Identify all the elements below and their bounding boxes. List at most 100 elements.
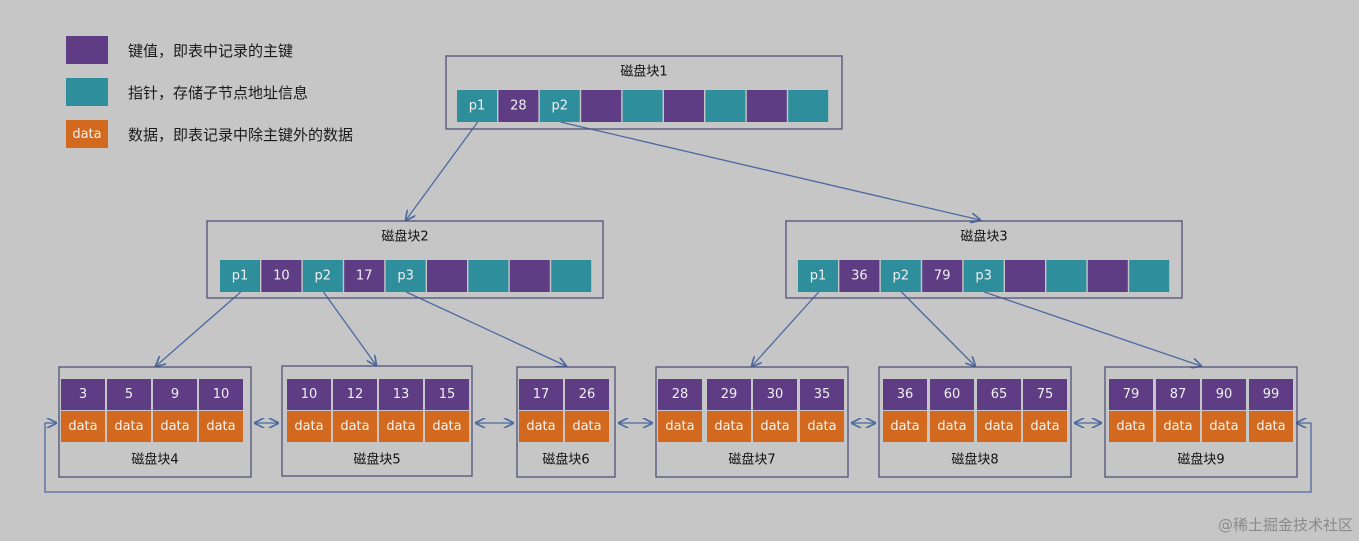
data-label: data [206,419,235,434]
edge-block1-p1 [406,121,479,220]
data-label: data [760,419,789,434]
data-label: data [807,419,836,434]
leaf-key-label: 90 [1216,387,1233,402]
pointer-label: p1 [469,99,486,114]
leaf-block-title: 磁盘块8 [951,452,998,468]
pointer-cell [963,260,1004,292]
leaf-key-label: 5 [125,387,133,402]
leaf-key-label: 12 [347,387,364,402]
key-label: 28 [510,99,527,114]
data-cell [333,411,377,442]
data-label: data [160,419,189,434]
leaf-wrap-link [44,423,1312,493]
legend-swatch-pointer [66,78,108,106]
legend-label: 键值，即表中记录的主键 [128,41,294,60]
pointer-cell [622,90,663,122]
pointer-label: p3 [975,269,992,284]
data-cell [883,411,927,442]
leaf-key-cell [425,379,469,410]
pointer-label: p1 [810,269,827,284]
key-label: 36 [851,269,868,284]
data-cell [153,411,197,442]
leaf-key-label: 87 [1170,387,1187,402]
data-label: data [68,419,97,434]
data-cell [1023,411,1067,442]
leaf-key-cell [1202,379,1246,410]
pointer-cell [385,260,426,292]
data-label: data [340,419,369,434]
edge-block2-p1 [156,291,242,366]
leaf-key-label: 13 [393,387,410,402]
data-cell [800,411,844,442]
legend-item-pointer: 指针，存储子节点地址信息 [66,78,308,106]
leaf-key-cell [707,379,751,410]
pointer-cell [880,260,921,292]
data-label: data [1256,419,1285,434]
leaf-block-frame [1104,366,1298,478]
key-cell [498,90,539,122]
data-cell [379,411,423,442]
leaf-key-cell [753,379,797,410]
leaf-key-cell [519,379,563,410]
data-cell [287,411,331,442]
data-label: data [984,419,1013,434]
leaf-block-title: 磁盘块4 [131,452,178,468]
key-label: 17 [356,269,373,284]
pointer-cell [302,260,343,292]
pointer-label: p3 [397,269,414,284]
disk-block-frame [206,220,604,299]
leaf-key-label: 35 [814,387,831,402]
leaf-key-label: 3 [79,387,87,402]
leaf-key-cell [1249,379,1293,410]
leaf-key-label: 17 [533,387,550,402]
key-cell [922,260,963,292]
disk-block-title: 磁盘块2 [381,229,428,245]
edge-block2-p2 [322,291,377,365]
edge-block3-p3 [984,291,1201,366]
leaf-key-label: 9 [171,387,179,402]
edge-block3-p2 [901,291,976,366]
leaf-block-title: 磁盘块7 [728,452,775,468]
legend-label: 指针，存储子节点地址信息 [128,83,309,102]
leaf-key-cell [883,379,927,410]
leaf-key-cell [565,379,609,410]
pointer-cell [539,90,580,122]
key-cell [427,260,467,292]
leaf-key-cell [1156,379,1200,410]
leaf-key-cell [800,379,844,410]
pointer-label: p2 [552,99,569,114]
pointer-cell [705,90,746,122]
data-label: data [937,419,966,434]
leaf-key-cell [199,379,243,410]
leaf-key-cell [61,379,105,410]
edge-block2-p3 [406,291,566,366]
leaf-key-cell [379,379,423,410]
disk-block-title: 磁盘块3 [960,229,1007,245]
leaf-block-frame [655,366,849,478]
data-label: data [1163,419,1192,434]
leaf-key-label: 26 [579,387,596,402]
pointer-cell [551,260,592,292]
key-cell [581,90,622,122]
data-label: data [432,419,461,434]
leaf-key-label: 10 [301,387,318,402]
leaf-key-cell [1023,379,1067,410]
data-cell [107,411,151,442]
watermark: @稀土掘金技术社区 [1217,516,1353,534]
data-cell [565,411,609,442]
leaf-key-label: 75 [1037,387,1054,402]
leaf-key-label: 36 [897,387,914,402]
edge-block1-p2 [560,121,981,220]
edge-block3-p1 [752,291,820,366]
key-label: 10 [273,269,290,284]
pointer-cell [457,90,497,122]
leaf-key-label: 60 [944,387,961,402]
key-cell [509,260,550,292]
leaf-key-label: 30 [767,387,784,402]
